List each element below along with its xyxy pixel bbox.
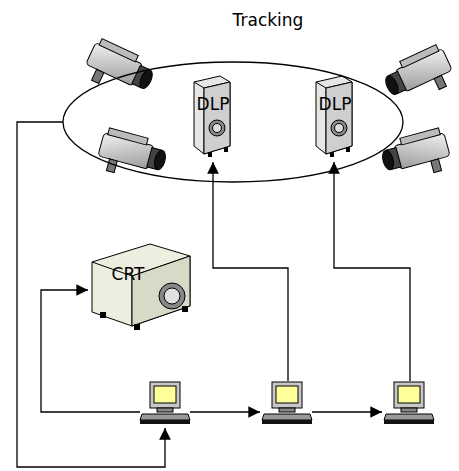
node-label: DLP (319, 94, 352, 114)
node-label: CRT (112, 264, 145, 284)
crt-projector: CRT (88, 244, 193, 330)
tracking-region: TrackingDLP DLP (60, 4, 410, 186)
tracking-ellipse (60, 4, 410, 186)
node-label: DLP (197, 94, 230, 114)
node-label: Tracking (233, 10, 304, 30)
dlp-projector: DLP (188, 76, 238, 164)
dlp-projector: DLP (310, 76, 360, 164)
